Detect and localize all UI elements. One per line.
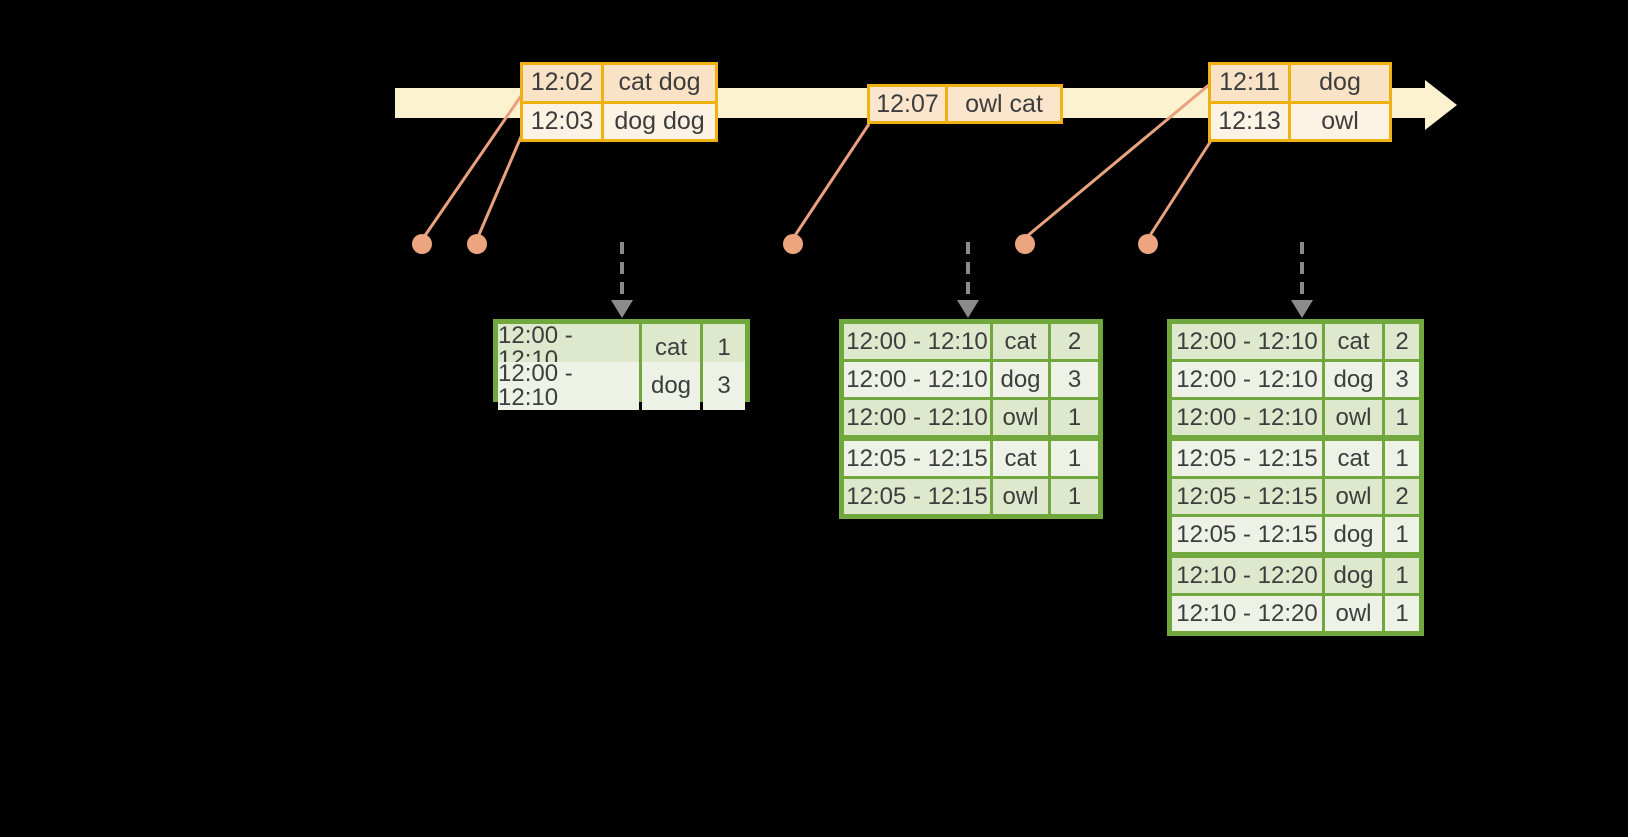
window-cell: 12:00 - 12:10 [1172,362,1322,397]
trigger-arrow-1 [611,242,633,318]
word-cell: dog [993,362,1048,397]
word-cell: cat [993,441,1048,476]
event-words-cell: owl cat [948,87,1060,121]
trigger-arrow-2 [957,242,979,318]
event-words-cell: owl [1291,103,1389,139]
word-cell: owl [1325,479,1382,514]
result-table-3: 12:00 - 12:10 cat 2 12:00 - 12:10 dog 3 … [1167,319,1424,636]
result-table-2: 12:00 - 12:10 cat 2 12:00 - 12:10 dog 3 … [839,319,1103,519]
count-cell: 3 [1385,362,1419,397]
result-row: 12:05 - 12:15 owl 1 [844,479,1098,514]
event-words-cell: cat dog [604,65,715,101]
event-time-cell: 12:07 [870,87,945,121]
connector-line-1213 [1147,135,1216,238]
window-cell: 12:00 - 12:10 [1172,400,1322,435]
word-cell: owl [993,400,1048,435]
result-row: 12:10 - 12:20 dog 1 [1172,558,1419,593]
event-time-cell: 12:03 [523,103,601,139]
connector-line-1207 [792,123,871,238]
result-row: 12:00 - 12:10 owl 1 [844,400,1098,435]
result-table-1: 12:00 - 12:10 cat 1 12:00 - 12:10 dog 3 [493,319,750,410]
result-row: 12:00 - 12:10 dog 3 [844,362,1098,397]
count-cell: 1 [1051,441,1098,476]
result-row: 12:00 - 12:10 cat 1 [498,324,745,372]
result-row: 12:05 - 12:15 dog 1 [1172,517,1419,552]
result-row: 12:05 - 12:15 owl 2 [1172,479,1419,514]
event-table-3: 12:11 dog 12:13 owl [1208,62,1392,142]
word-cell: cat [993,324,1048,359]
window-cell: 12:00 - 12:10 [844,400,990,435]
window-cell: 12:05 - 12:15 [1172,441,1322,476]
event-dot-1211 [1015,234,1035,254]
word-cell: owl [1325,400,1382,435]
count-cell: 2 [1051,324,1098,359]
result-row: 12:00 - 12:10 cat 2 [844,324,1098,359]
connector-line-1211 [1025,82,1211,239]
count-cell: 1 [1051,479,1098,514]
count-cell: 1 [1051,400,1098,435]
window-cell: 12:00 - 12:10 [844,362,990,397]
window-cell: 12:10 - 12:20 [1172,558,1322,593]
event-words-cell: dog dog [604,103,715,139]
word-cell: dog [1325,362,1382,397]
event-dots [412,234,1158,254]
count-cell: 2 [1385,324,1419,359]
window-cell: 12:05 - 12:15 [1172,517,1322,552]
count-cell: 1 [1385,400,1419,435]
count-cell: 1 [1385,596,1419,631]
count-cell: 2 [1385,479,1419,514]
window-cell: 12:10 - 12:20 [1172,596,1322,631]
event-words-cell: dog [1291,65,1389,101]
word-cell: cat [1325,441,1382,476]
connector-line-1202 [422,95,523,238]
word-cell: dog [1325,558,1382,593]
word-cell: dog [1325,517,1382,552]
count-cell: 1 [1385,441,1419,476]
event-time-cell: 12:13 [1211,103,1288,139]
word-cell: dog [642,362,700,410]
window-cell: 12:05 - 12:15 [844,479,990,514]
event-dot-1202 [412,234,432,254]
window-cell: 12:05 - 12:15 [844,441,990,476]
count-cell: 1 [1385,558,1419,593]
event-dot-1203 [467,234,487,254]
event-table-1: 12:02 cat dog 12:03 dog dog [520,62,718,142]
window-cell: 12:00 - 12:10 [844,324,990,359]
event-dot-1213 [1138,234,1158,254]
result-row: 12:00 - 12:10 cat 2 [1172,324,1419,359]
result-row: 12:05 - 12:15 cat 1 [1172,441,1419,476]
timeline-arrowhead-icon [1425,80,1457,130]
result-row: 12:00 - 12:10 owl 1 [1172,400,1419,435]
window-cell: 12:00 - 12:10 [498,362,639,410]
event-dot-1207 [783,234,803,254]
result-row: 12:05 - 12:15 cat 1 [844,441,1098,476]
connector-line-1203 [476,129,526,238]
count-cell: 1 [1385,517,1419,552]
word-cell: owl [1325,596,1382,631]
result-row: 12:10 - 12:20 owl 1 [1172,596,1419,631]
count-cell: 3 [1051,362,1098,397]
event-time-cell: 12:02 [523,65,601,101]
result-row: 12:00 - 12:10 dog 3 [498,362,745,410]
trigger-arrows [611,242,1313,318]
result-row: 12:00 - 12:10 dog 3 [1172,362,1419,397]
event-time-cell: 12:11 [1211,65,1288,101]
trigger-arrow-3 [1291,242,1313,318]
word-cell: owl [993,479,1048,514]
event-table-2: 12:07 owl cat [867,84,1063,124]
window-cell: 12:05 - 12:15 [1172,479,1322,514]
window-cell: 12:00 - 12:10 [1172,324,1322,359]
event-connector-lines [422,82,1216,239]
word-cell: cat [1325,324,1382,359]
count-cell: 3 [703,362,745,410]
